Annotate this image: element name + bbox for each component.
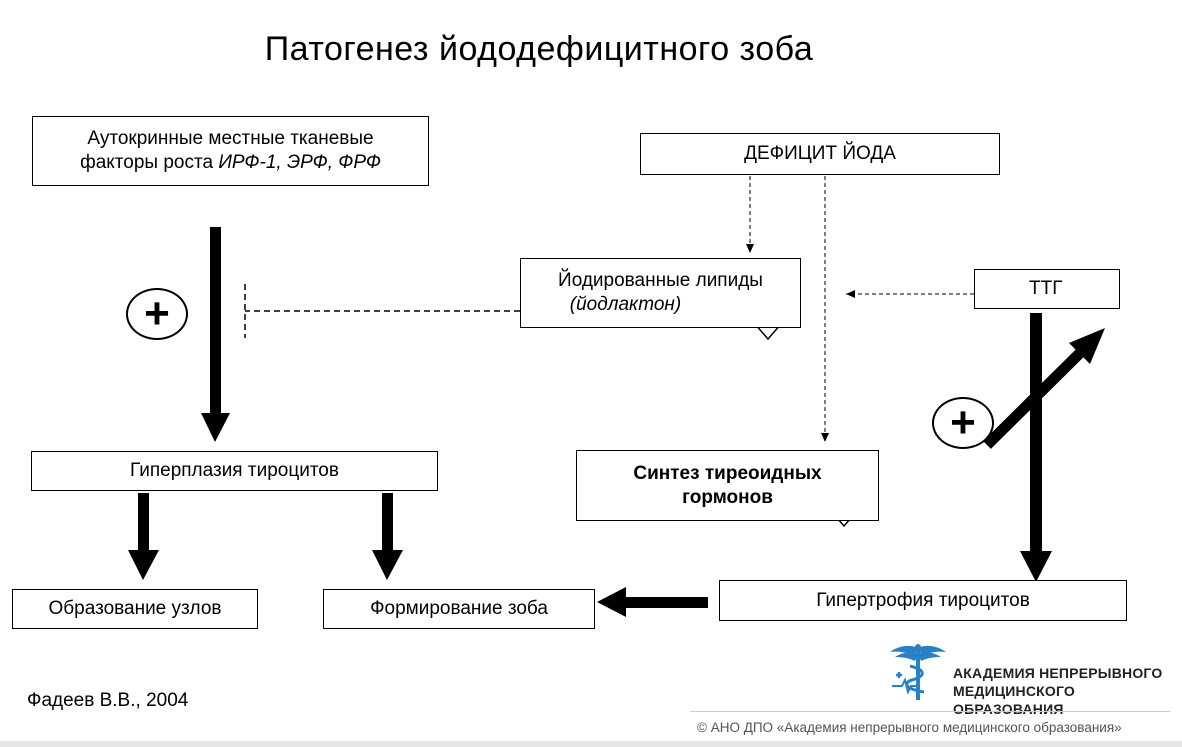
- nodules-box: Образование узлов: [12, 589, 258, 629]
- hyperplasia-label: Гиперплазия тироцитов: [130, 460, 339, 481]
- autocrine-line2: факторы роста: [80, 152, 219, 173]
- iodinated-lipids-box: Йодированные липиды (йодлактон): [520, 258, 801, 328]
- logo-line2: МЕДИЦИНСКОГО ОБРАЗОВАНИЯ: [953, 683, 1076, 717]
- inhibition-connector: [244, 284, 520, 338]
- synthesis-line2: гормонов: [682, 486, 773, 508]
- nodules-label: Образование узлов: [48, 598, 222, 619]
- hypertrophy-box: Гипертрофия тироцитов: [719, 580, 1127, 621]
- iodine-deficit-box: ДЕФИЦИТ ЙОДА: [640, 133, 1000, 175]
- ttg-label: ТТГ: [1029, 278, 1063, 299]
- goiter-label: Формирование зоба: [370, 598, 548, 619]
- iodine-deficit-label: ДЕФИЦИТ ЙОДА: [744, 143, 896, 164]
- arrow-stimulation-diagonal: [983, 328, 1105, 449]
- hypertrophy-label: Гипертрофия тироцитов: [816, 589, 1030, 611]
- synthesis-line1: Синтез тиреоидных: [633, 462, 822, 484]
- arrow-hyperplasia-to-nodules: [128, 493, 159, 580]
- arrow-hyperplasia-to-goiter: [372, 493, 403, 580]
- bottom-bar: [0, 741, 1182, 747]
- autocrine-factors-box: Аутокринные местные тканевые факторы рос…: [32, 116, 429, 186]
- arrow-hypertrophy-to-goiter: [597, 587, 708, 617]
- logo-wordmark: АКАДЕМИЯ НЕПРЕРЫВНОГО МЕДИЦИНСКОГО ОБРАЗ…: [953, 664, 1182, 718]
- growth-factors-list: ИРФ-1, ЭРФ, ФРФ: [218, 152, 381, 173]
- diagram-title: Патогенез йододефицитного зоба: [264, 30, 814, 68]
- goiter-box: Формирование зоба: [323, 589, 595, 629]
- hormone-synthesis-box: Синтез тиреоидных гормонов: [576, 450, 879, 521]
- ttg-box: ТТГ: [974, 269, 1120, 309]
- lipids-line2: (йодлактон): [569, 294, 682, 315]
- arrow-autocrine-to-hyperplasia: [201, 227, 230, 442]
- logo-line1: АКАДЕМИЯ НЕПРЕРЫВНОГО: [953, 665, 1163, 681]
- stimulation-plus-right: +: [932, 397, 994, 449]
- copyright-notice: © АНО ДПО «Академия непрерывного медицин…: [697, 720, 1122, 735]
- copyright-divider: [690, 711, 1170, 712]
- citation: Фадеев В.В., 2004: [27, 690, 189, 711]
- lipids-line1: Йодированные липиды: [558, 270, 763, 291]
- stimulation-plus-left: +: [126, 288, 188, 340]
- arrow-ttg-to-hypertrophy: [1020, 313, 1052, 582]
- caduceus-logo-icon: [890, 644, 946, 700]
- hyperplasia-box: Гиперплазия тироцитов: [31, 451, 438, 491]
- autocrine-line1: Аутокринные местные тканевые: [87, 128, 374, 149]
